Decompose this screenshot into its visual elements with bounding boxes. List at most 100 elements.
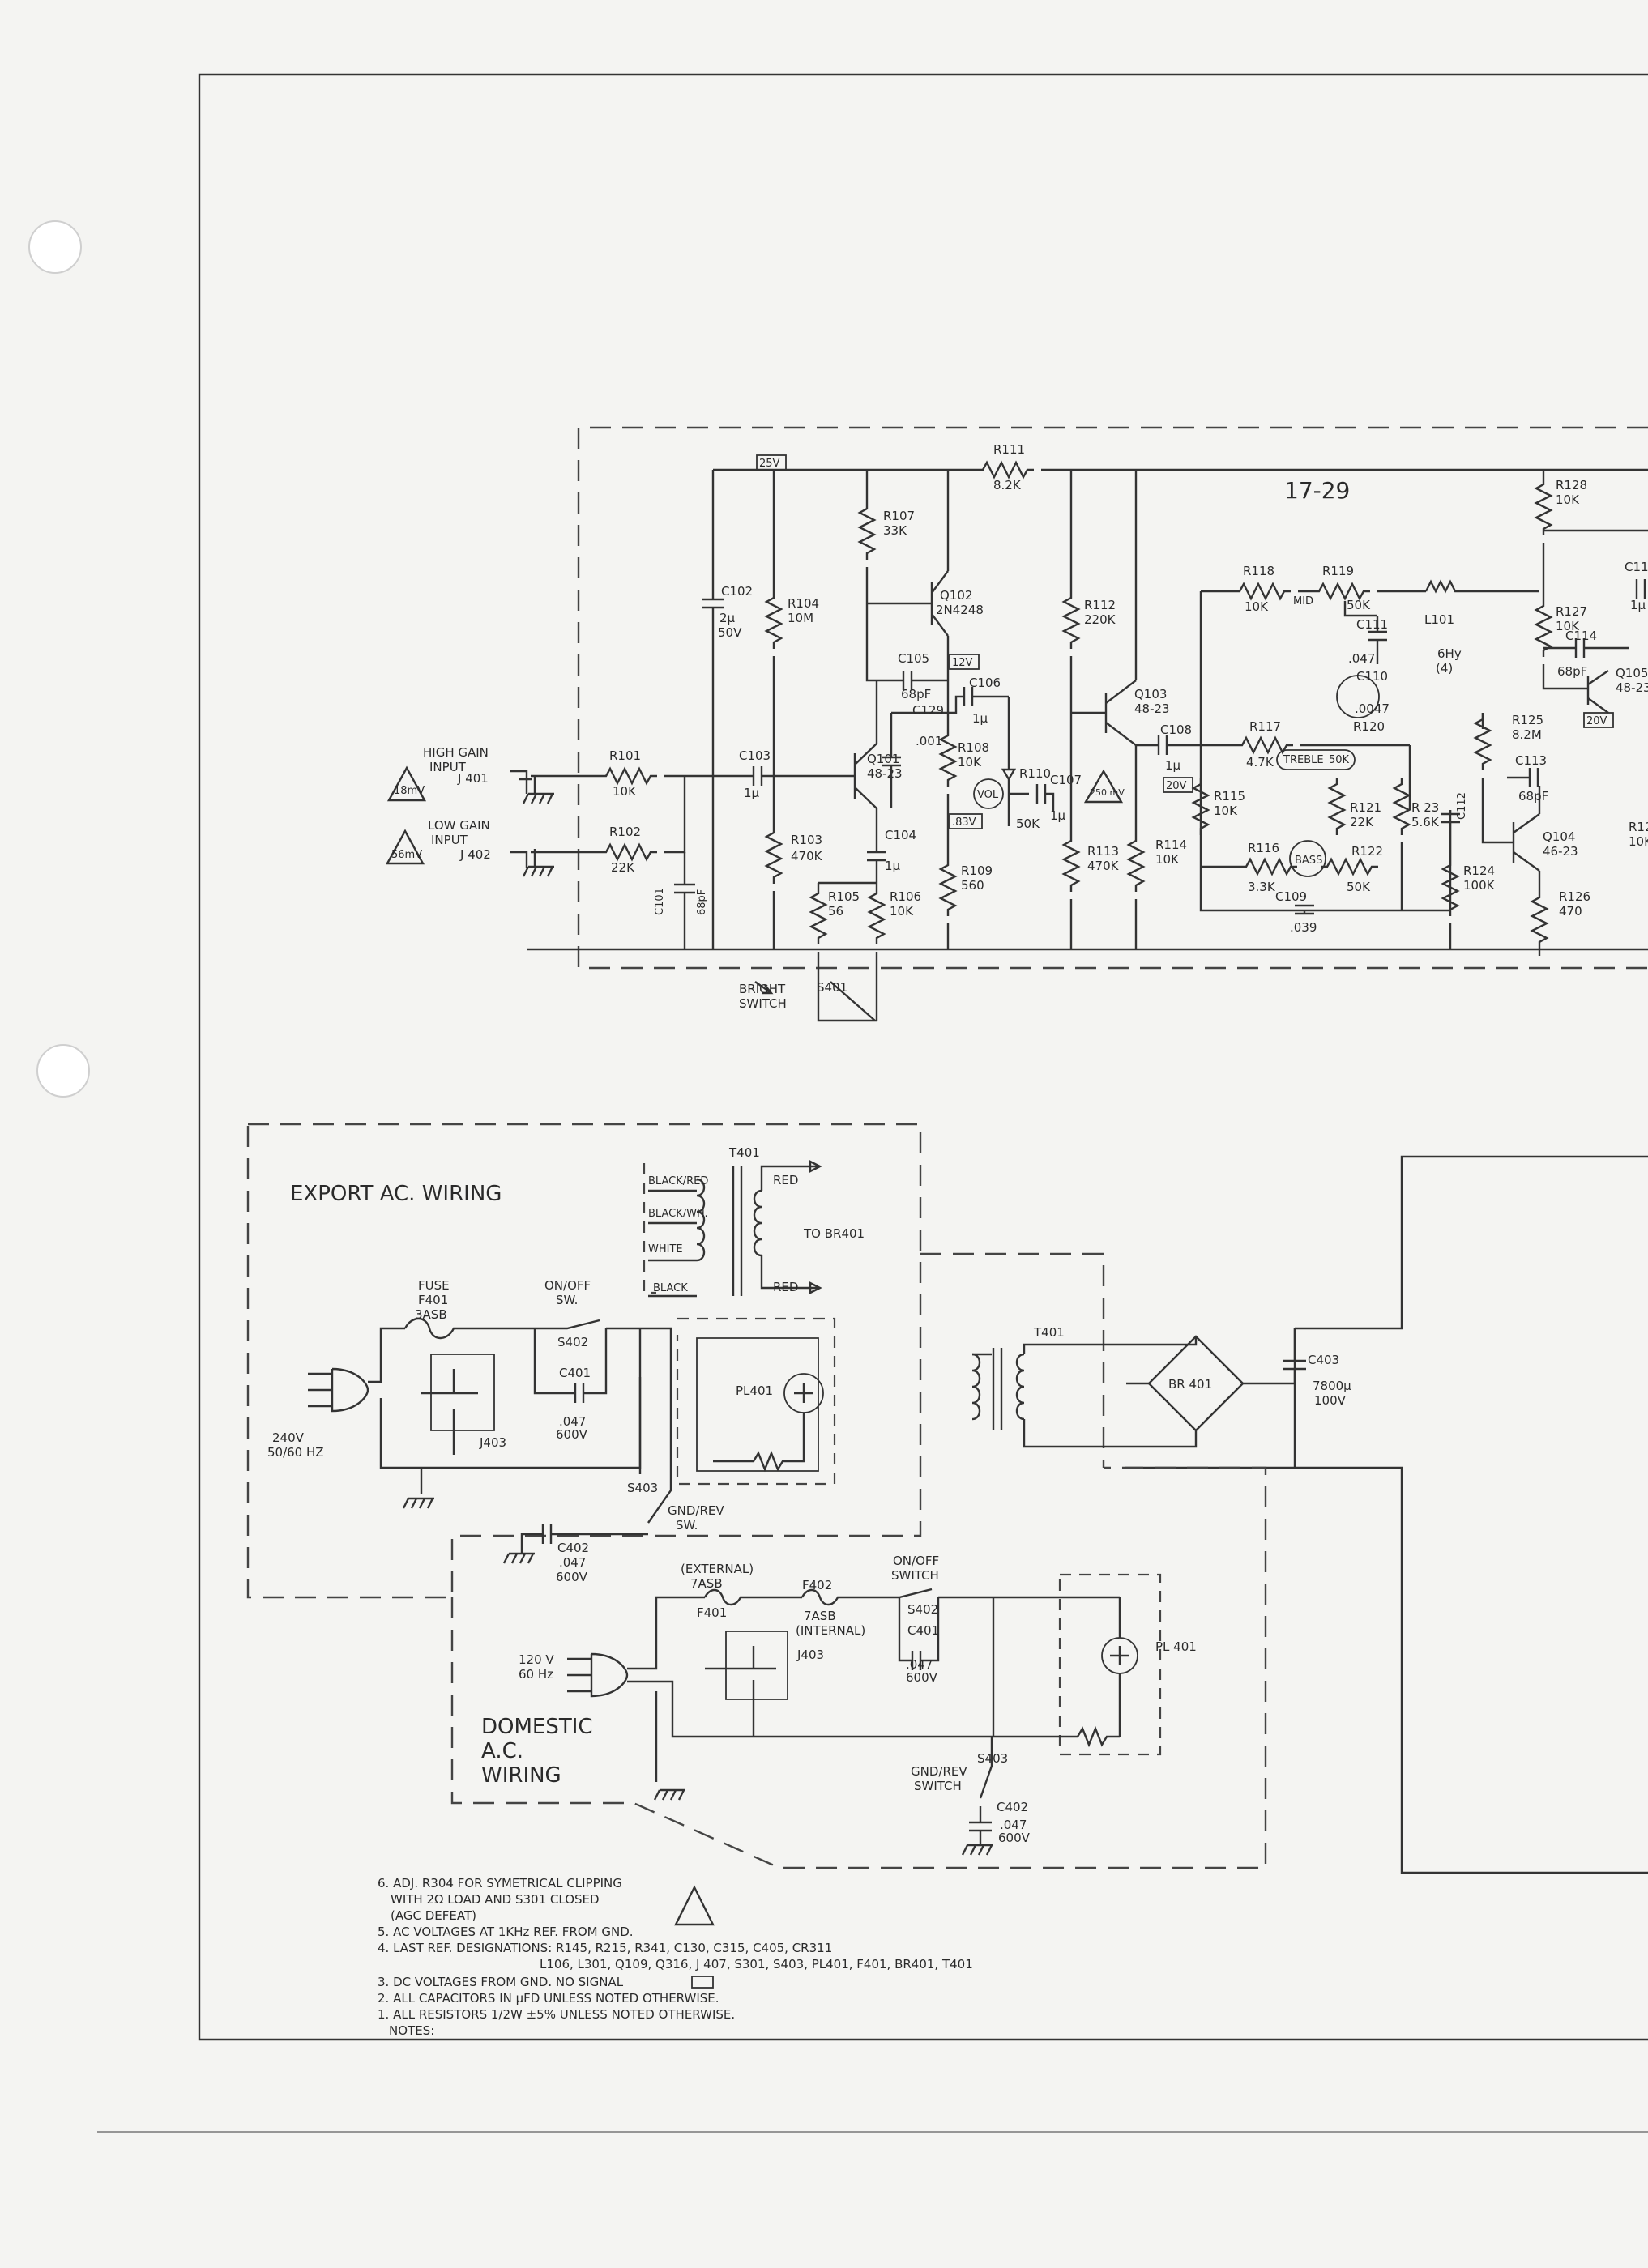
export-j403: J403 — [479, 1435, 506, 1450]
c113-ref: C113 — [1515, 753, 1547, 768]
domestic-f402-note: (INTERNAL) — [796, 1623, 865, 1638]
c104-value: 1µ — [885, 859, 901, 873]
r124-ref: R124 — [1463, 863, 1495, 878]
r123-value: 5.6K — [1411, 815, 1440, 829]
c107-value: 1µ — [1050, 808, 1066, 823]
r113-value: 470K — [1087, 859, 1120, 873]
export-outline — [246, 1123, 922, 1599]
r109-ref: R109 — [961, 863, 993, 878]
c114-value: 68pF — [1557, 664, 1587, 679]
high-gain-input: 18mV HIGH GAIN INPUT J 401 — [386, 745, 600, 805]
r114-ref: R114 — [1155, 838, 1187, 852]
c403-ref: C403 — [1308, 1353, 1339, 1367]
export-c402-voltage: 600V — [556, 1570, 588, 1584]
export-c402-ref: C402 — [557, 1541, 589, 1555]
domestic-f402-rating: 7ASB — [804, 1609, 836, 1623]
preamp-shield-outline — [577, 426, 1648, 970]
ac-voltage-triangle-icon — [674, 1885, 715, 1926]
r121-value: 22K — [1350, 815, 1374, 829]
c105-ref: C105 — [898, 651, 929, 666]
domestic-pl401: PL 401 — [1155, 1639, 1197, 1654]
r108-value: 10K — [958, 755, 982, 770]
export-transformer: T401 BLACK/RED BLACK/WH. WHITE BLACK RED… — [648, 1145, 865, 1298]
r103-value: 470K — [791, 849, 823, 863]
r124-value: 100K — [1463, 878, 1496, 893]
voltage-box-25v — [756, 454, 787, 471]
note-4a: 4. LAST REF. DESIGNATIONS: R145, R215, R… — [378, 1941, 832, 1955]
export-title: EXPORT AC. WIRING — [290, 1182, 502, 1206]
r106-ref: R106 — [890, 889, 921, 904]
c109-ref: C109 — [1275, 889, 1307, 904]
svg-text:BLACK/WH.: BLACK/WH. — [648, 1208, 708, 1220]
mid-label: MID — [1293, 595, 1313, 608]
c129-ref: C129 — [912, 703, 944, 718]
svg-text:BRIGHT: BRIGHT — [739, 982, 786, 996]
preamp-section: 17-29 18mV HIGH GAIN INPUT J 401 56mV LO… — [385, 426, 1648, 1022]
r112-value: 220K — [1084, 612, 1116, 627]
svg-text:48-23: 48-23 — [867, 766, 903, 781]
domestic-c401-value: .047 — [906, 1657, 933, 1672]
c105-value: 68pF — [901, 687, 931, 701]
c108-value: 1µ — [1165, 758, 1181, 773]
svg-text:R110: R110 — [1019, 766, 1051, 781]
r115-ref: R115 — [1214, 789, 1245, 804]
c101-value: 68pF — [696, 889, 708, 915]
svg-text:50/60 HZ: 50/60 HZ — [267, 1445, 324, 1460]
sheet-number: 17-29 — [1284, 477, 1350, 504]
svg-text:48-23: 48-23 — [1134, 701, 1170, 716]
svg-text:DOMESTIC: DOMESTIC — [481, 1715, 593, 1739]
svg-text:A.C.: A.C. — [481, 1739, 523, 1763]
domestic-c401-ref: C401 — [907, 1623, 939, 1638]
notes-block: 6. ADJ. R304 FOR SYMETRICAL CLIPPING WIT… — [378, 1876, 973, 2038]
r101-ref: R101 — [609, 748, 641, 763]
note-3: 3. DC VOLTAGES FROM GND. NO SIGNAL — [378, 1975, 624, 1989]
c109-value: .039 — [1290, 920, 1317, 935]
domestic-ext-rating: 7ASB — [690, 1576, 723, 1591]
low-gain-input: 56mV LOW GAIN INPUT J 402 — [385, 818, 600, 878]
svg-text:12V: 12V — [952, 657, 973, 669]
r102-ref: R102 — [609, 825, 641, 839]
r103-ref: R103 — [791, 833, 822, 847]
svg-text:25V: 25V — [759, 458, 780, 470]
r101-value: 10K — [613, 784, 637, 799]
c403-value: 7800µ — [1313, 1379, 1351, 1393]
low-gain-jack: J 402 — [459, 847, 491, 862]
r123-ref: R 23 — [1411, 800, 1439, 815]
c108-ref: C108 — [1160, 723, 1192, 737]
svg-text:RED: RED — [773, 1280, 798, 1294]
svg-text:WHITE: WHITE — [648, 1243, 683, 1256]
export-switch-ref: S402 — [557, 1335, 588, 1349]
r116-value: 3.3K — [1248, 880, 1276, 894]
volume-pot: VOL R110 50K C107 1µ — [973, 697, 1082, 831]
high-gain-sub: INPUT — [429, 760, 467, 774]
r125-ref: R125 — [1512, 713, 1543, 727]
q105-transistor: Q105 48-23 — [1586, 666, 1648, 714]
c103-value: 1µ — [744, 786, 760, 800]
r129-value: 10K — [1629, 834, 1648, 849]
c102-ref: C102 — [721, 584, 753, 599]
r117-ref: R117 — [1249, 719, 1281, 734]
r107-value: 33K — [883, 523, 907, 538]
r118-value: 10K — [1245, 599, 1269, 614]
l101-value: 6Hy — [1437, 646, 1462, 661]
r125-value: 8.2M — [1512, 727, 1542, 742]
high-gain-jack: J 401 — [457, 771, 489, 786]
treble-label: TREBLE — [1283, 754, 1324, 766]
high-gain-label: HIGH GAIN — [423, 745, 489, 760]
export-c401-ref: C401 — [559, 1366, 591, 1380]
note-6c: (AGC DEFEAT) — [391, 1908, 476, 1923]
l101-ref: L101 — [1424, 612, 1454, 627]
svg-text:Q101: Q101 — [867, 752, 899, 766]
domestic-gnd-rev-switch: SWITCH — [914, 1779, 962, 1793]
domestic-mains-hz: 60 Hz — [519, 1667, 553, 1682]
note-4b: L106, L301, Q109, Q316, J 407, S301, S40… — [540, 1957, 973, 1972]
treble-value: 50K — [1329, 754, 1350, 766]
svg-text:SWITCH: SWITCH — [739, 996, 787, 1011]
supply-t401: T401 — [1033, 1325, 1065, 1340]
svg-text:WIRING: WIRING — [481, 1763, 561, 1788]
r102-value: 22K — [611, 860, 635, 875]
domestic-f402-ref: F402 — [802, 1578, 832, 1592]
domestic-switch-text: SWITCH — [891, 1568, 939, 1583]
svg-text:Q102: Q102 — [940, 588, 972, 603]
export-c401-voltage: 600V — [556, 1427, 588, 1442]
